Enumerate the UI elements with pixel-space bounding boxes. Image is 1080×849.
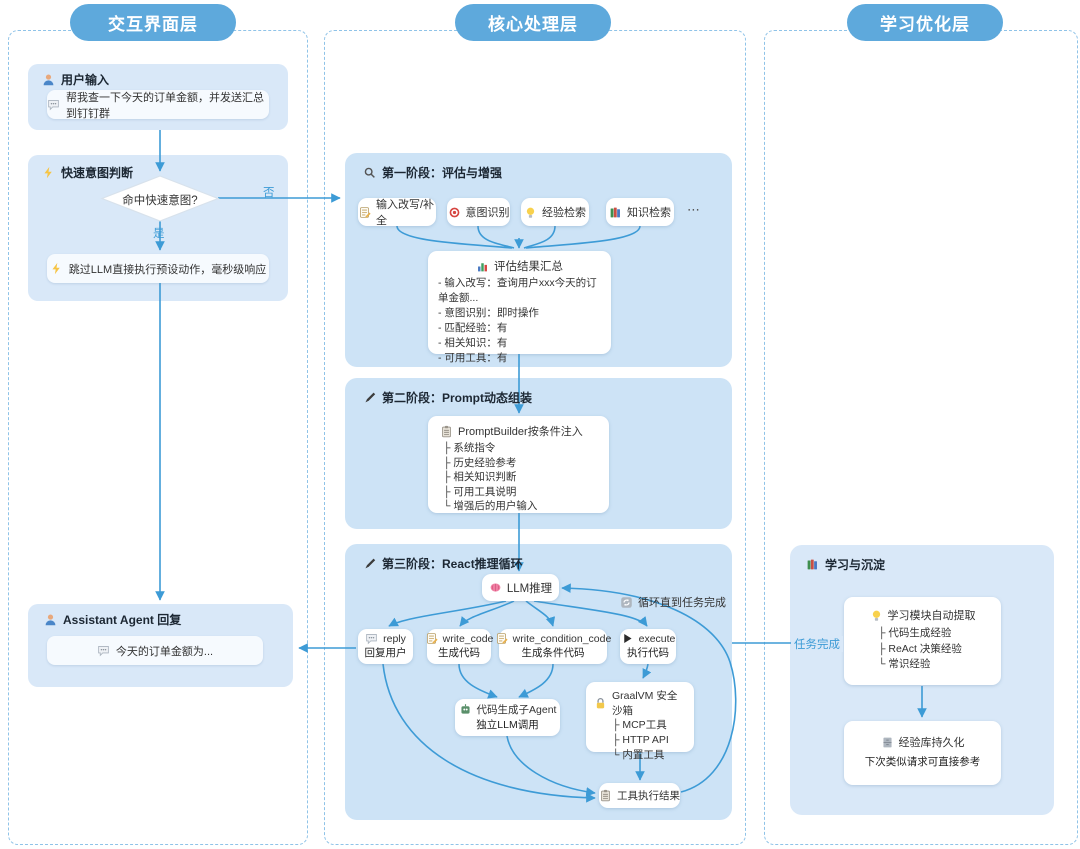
clipboard-icon bbox=[599, 789, 612, 802]
yes-branch-label: 是 bbox=[153, 228, 165, 240]
header-learning-layer: 学习优化层 bbox=[847, 4, 1003, 41]
more-ellipsis: ⋯ bbox=[687, 202, 700, 217]
assistant-message-bubble: 今天的订单金额为... bbox=[47, 636, 263, 665]
quick-action-bubble: 跳过LLM直接执行预设动作，毫秒级响应 bbox=[47, 254, 269, 283]
bulb-icon bbox=[870, 609, 883, 622]
chip-knowledge-retrieval: 知识检索 bbox=[606, 198, 674, 226]
experience-extract-box: 学习模块自动提取 ├ 代码生成经验 ├ ReAct 决策经验 └ 常识经验 bbox=[844, 597, 1001, 685]
books-icon bbox=[806, 558, 819, 571]
assistant-reply-title: Assistant Agent 回复 bbox=[44, 611, 181, 628]
play-icon bbox=[621, 632, 634, 645]
action-execute-node: execute 执行代码 bbox=[620, 629, 676, 664]
action-write-condition-code-node: write_condition_code 生成条件代码 bbox=[496, 629, 611, 664]
persist-title: 经验库持久化 bbox=[844, 734, 1001, 750]
summary-line: - 可用工具：有 bbox=[438, 352, 508, 364]
extract-line: ├ ReAct 决策经验 bbox=[878, 642, 962, 655]
target-icon bbox=[448, 206, 461, 219]
summary-line: - 意图识别：即时操作 bbox=[438, 307, 539, 319]
summary-line: - 匹配经验：有 bbox=[438, 322, 508, 334]
evaluation-summary-title: 评估结果汇总 bbox=[438, 258, 601, 274]
extract-lines: ├ 代码生成经验 ├ ReAct 决策经验 └ 常识经验 bbox=[854, 626, 991, 673]
sandbox-line: ├ MCP工具 bbox=[612, 719, 667, 731]
builder-line: ├ 系统指令 bbox=[443, 442, 496, 454]
speech-icon bbox=[47, 98, 60, 111]
cabinet-icon bbox=[881, 736, 894, 749]
code-subagent-node: 代码生成子Agent 独立LLM调用 bbox=[455, 699, 560, 736]
loop-until-done-label: 循环直到任务完成 bbox=[620, 594, 726, 610]
magnifier-icon bbox=[363, 166, 376, 179]
brain-icon bbox=[489, 581, 502, 594]
chip-intent-recognition: 意图识别 bbox=[447, 198, 510, 226]
prompt-builder-lines: ├ 系统指令 ├ 历史经验参考 ├ 相关知识判断 ├ 可用工具说明 └ 增强后的… bbox=[440, 441, 597, 514]
clipboard-icon bbox=[440, 425, 453, 438]
chip-input-rewrite: 输入改写/补全 bbox=[358, 198, 436, 227]
summary-line: - 输入改写：查询用户xxx今天的订单金额... bbox=[438, 277, 597, 304]
experience-persist-box: 经验库持久化 下次类似请求可直接参考 bbox=[844, 721, 1001, 785]
memo-icon bbox=[425, 632, 438, 645]
sandbox-line: ├ HTTP API bbox=[612, 734, 669, 746]
prompt-builder-box: PromptBuilder按条件注入 ├ 系统指令 ├ 历史经验参考 ├ 相关知… bbox=[428, 416, 609, 513]
persist-subtitle: 下次类似请求可直接参考 bbox=[864, 756, 981, 768]
action-desc: 执行代码 bbox=[627, 647, 669, 659]
person-icon bbox=[42, 73, 55, 86]
action-desc: 生成条件代码 bbox=[521, 647, 585, 659]
sandbox-title: GraalVM 安全沙箱 bbox=[594, 688, 686, 718]
bulb-icon bbox=[524, 206, 537, 219]
prompt-builder-title: PromptBuilder按条件注入 bbox=[440, 423, 597, 439]
robot-icon bbox=[459, 703, 472, 716]
extract-line: ├ 代码生成经验 bbox=[878, 627, 952, 639]
pen-icon bbox=[363, 557, 376, 570]
evaluation-summary-lines: - 输入改写：查询用户xxx今天的订单金额... - 意图识别：即时操作 - 匹… bbox=[438, 276, 601, 366]
extract-line: └ 常识经验 bbox=[878, 658, 931, 670]
memo-icon bbox=[358, 206, 371, 219]
no-branch-label: 否 bbox=[263, 187, 275, 199]
chart-icon bbox=[476, 260, 489, 273]
subagent-line2: 独立LLM调用 bbox=[476, 719, 539, 731]
builder-line: ├ 相关知识判断 bbox=[443, 471, 517, 483]
sandbox-line: └ 内置工具 bbox=[612, 749, 665, 761]
extract-title: 学习模块自动提取 bbox=[854, 607, 991, 623]
chip-experience-retrieval: 经验检索 bbox=[521, 198, 589, 226]
person-icon bbox=[44, 613, 57, 626]
speech-icon bbox=[97, 644, 110, 657]
tool-result-node: 工具执行结果 bbox=[599, 783, 680, 808]
books-icon bbox=[609, 206, 622, 219]
action-write-code-node: write_code 生成代码 bbox=[425, 629, 493, 664]
builder-line: ├ 可用工具说明 bbox=[443, 485, 517, 498]
pen-icon bbox=[363, 391, 376, 404]
intent-diamond-label: 命中快速意图? bbox=[122, 195, 198, 207]
user-input-title: 用户输入 bbox=[42, 71, 109, 88]
task-done-label: 任务完成 bbox=[791, 636, 843, 652]
header-interaction-layer: 交互界面层 bbox=[70, 4, 236, 41]
user-message-bubble: 帮我查一下今天的订单金额，并发送汇总到钉钉群 bbox=[47, 90, 269, 120]
learning-title: 学习与沉淀 bbox=[806, 556, 885, 573]
action-reply-node: reply 回复用户 bbox=[358, 629, 413, 664]
sandbox-node: GraalVM 安全沙箱 ├ MCP工具 ├ HTTP API └ 内置工具 bbox=[586, 682, 694, 761]
lightning-icon bbox=[50, 262, 63, 275]
loop-icon bbox=[620, 596, 633, 609]
action-desc: 生成代码 bbox=[438, 647, 480, 659]
lightning-icon bbox=[42, 166, 55, 179]
speech-icon bbox=[365, 632, 378, 645]
stage3-title: 第三阶段：React推理循环 bbox=[363, 555, 523, 572]
header-core-layer: 核心处理层 bbox=[455, 4, 611, 41]
summary-line: - 相关知识：有 bbox=[438, 337, 508, 349]
quick-intent-title: 快速意图判断 bbox=[42, 164, 133, 181]
llm-reasoning-node: LLM推理 bbox=[482, 574, 559, 601]
action-desc: 回复用户 bbox=[364, 647, 407, 659]
evaluation-summary-box: 评估结果汇总 - 输入改写：查询用户xxx今天的订单金额... - 意图识别：即… bbox=[428, 251, 611, 364]
memo-icon bbox=[495, 632, 508, 645]
stage1-title: 第一阶段：评估与增强 bbox=[363, 164, 502, 181]
stage2-title: 第二阶段：Prompt动态组装 bbox=[363, 389, 532, 406]
builder-line: ├ 历史经验参考 bbox=[443, 456, 517, 469]
lock-icon bbox=[594, 697, 607, 710]
sandbox-lines: ├ MCP工具 ├ HTTP API └ 内置工具 bbox=[594, 718, 686, 763]
builder-line: └ 增强后的用户输入 bbox=[443, 500, 538, 512]
